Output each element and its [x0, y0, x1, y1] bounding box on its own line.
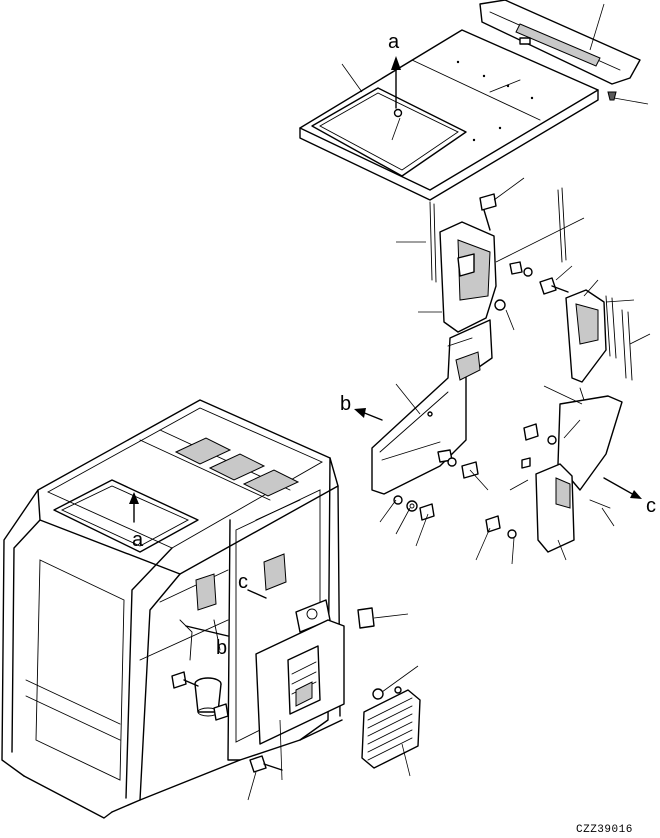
bolt-group-upper: [479, 193, 569, 311]
fastener-group-middle: [393, 423, 557, 539]
arrow-b-cab: [185, 625, 229, 637]
arrow-b-panel: [354, 408, 383, 421]
pillar-cover-right: [557, 187, 633, 383]
figure-code: CZZ39016: [576, 824, 633, 836]
arrow-a-top: [391, 56, 401, 109]
label-b-panel: b: [340, 393, 351, 415]
small-cover: [357, 607, 375, 629]
label-c-right: c: [646, 495, 656, 517]
arrow-a-cab: [129, 492, 139, 523]
arrow-c-right: [603, 477, 642, 499]
side-trim-panel: [371, 319, 493, 495]
roof-rear-trim: [479, 0, 641, 101]
cab-frame: [1, 399, 343, 819]
pillar-cover-left: [429, 201, 497, 333]
cup-holder: [171, 671, 229, 721]
label-a-top: a: [388, 31, 400, 53]
bolt-bottom: [249, 755, 283, 773]
arrow-c-cab: [247, 589, 267, 599]
label-a-cab: a: [132, 529, 144, 551]
label-c-cab: c: [238, 571, 248, 593]
label-b-cab: b: [216, 637, 227, 659]
rear-wall-panel: [255, 619, 345, 745]
lower-right-trim: [521, 387, 623, 553]
leader-lines: [247, 3, 651, 801]
vent-grille: [361, 686, 421, 769]
roof-panel: [299, 29, 599, 201]
